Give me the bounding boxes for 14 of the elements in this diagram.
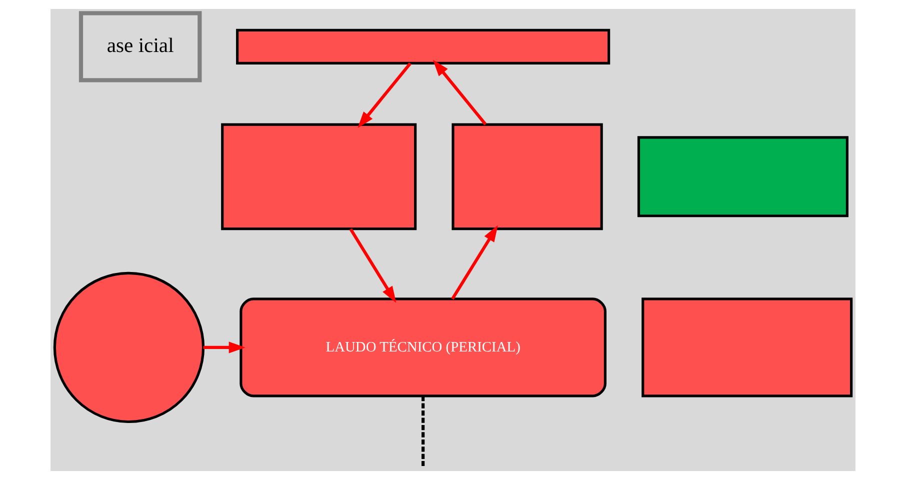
node-box <box>221 122 417 230</box>
arrow <box>358 62 412 128</box>
arrow <box>451 224 498 300</box>
node-box: ase icial <box>78 10 202 82</box>
arrow <box>349 228 396 302</box>
node-circle <box>53 271 205 423</box>
node-box <box>452 122 603 230</box>
node-box: LAUDO TÉCNICO (PERICIAL) <box>240 297 606 397</box>
arrow <box>203 341 246 353</box>
node-box <box>236 28 610 64</box>
node-box <box>637 136 848 217</box>
connector <box>422 396 425 466</box>
arrow <box>432 59 487 125</box>
node-box <box>642 297 853 397</box>
